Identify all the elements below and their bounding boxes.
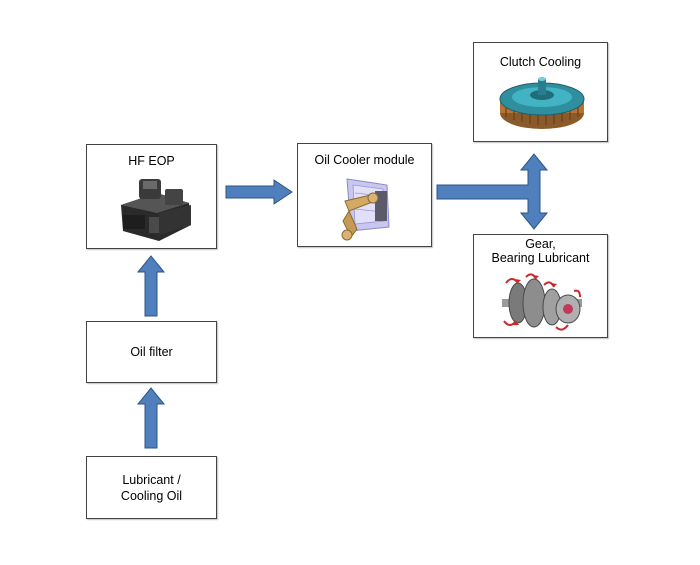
arrow-filter-to-pump [136,255,166,317]
node-oil-filter-label: Oil filter [130,345,173,359]
node-oil-filter: Oil filter [86,321,217,383]
node-hf-eop-label: HF EOP [128,154,175,168]
clutch-icon [499,77,585,129]
node-clutch-cooling-label: Clutch Cooling [499,55,582,69]
arrow-cooler-to-clutch-and-gear [436,153,549,230]
node-lubricant-label-line1: Lubricant / [122,472,181,487]
node-oil-cooler-module: Oil Cooler module [297,143,432,247]
node-oil-cooler-label: Oil Cooler module [314,153,415,167]
arrow-pump-to-cooler [225,179,293,205]
pump-icon [121,179,191,241]
node-clutch-cooling: Clutch Cooling [473,42,608,142]
node-hf-eop: HF EOP [86,144,217,249]
oil-cooler-icon [341,178,390,241]
node-gear-label-line1: Gear, [525,237,556,251]
node-lubricant-cooling-oil: Lubricant / Cooling Oil [86,456,217,519]
node-gear-bearing-lubricant: Gear, Bearing Lubricant [473,234,608,338]
gear-assembly-icon [502,273,582,331]
arrow-source-to-filter [136,387,166,449]
node-gear-label-line2: Bearing Lubricant [491,251,590,265]
node-lubricant-label-line2: Cooling Oil [120,488,183,503]
